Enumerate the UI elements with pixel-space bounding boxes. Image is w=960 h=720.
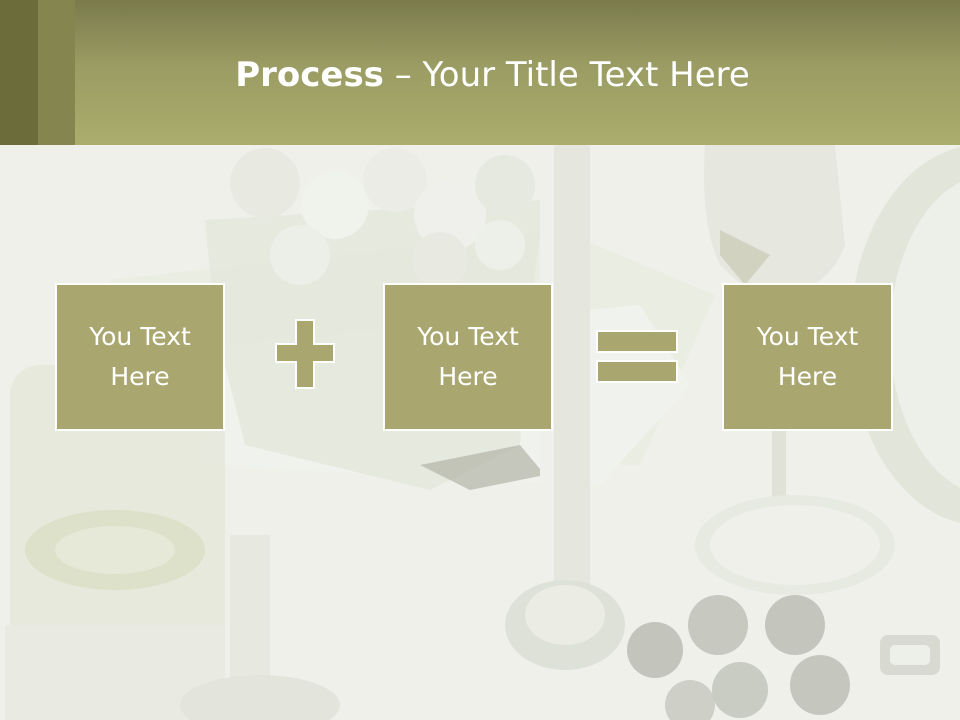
equals-icon bbox=[596, 330, 678, 383]
header-accent-mid bbox=[38, 0, 75, 145]
header-band bbox=[0, 0, 960, 145]
slide-title[interactable]: Process – Your Title Text Here bbox=[0, 54, 960, 96]
title-bold: Process bbox=[235, 55, 384, 95]
header-accent-dark bbox=[0, 0, 38, 145]
title-rest: – Your Title Text Here bbox=[383, 55, 750, 95]
background-photo bbox=[0, 145, 960, 720]
plus-icon bbox=[275, 319, 335, 389]
